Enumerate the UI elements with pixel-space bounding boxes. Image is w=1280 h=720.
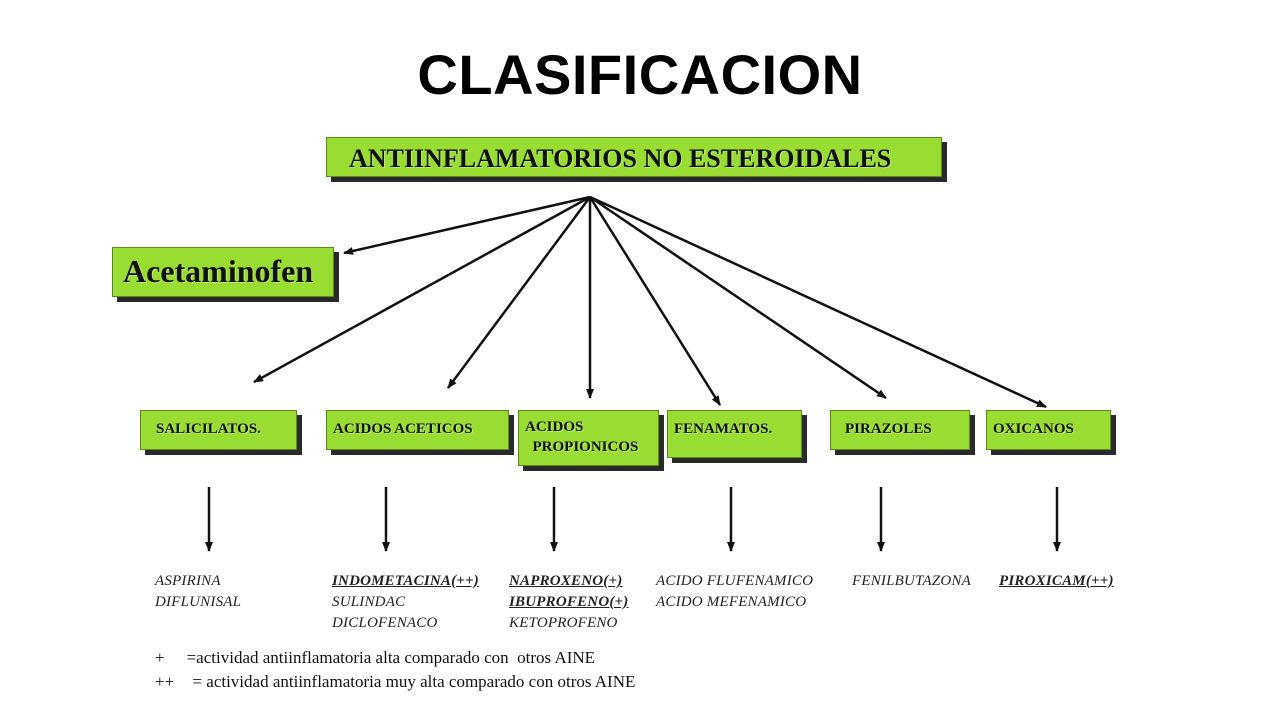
legend-text: = actividad antiinflamatoria muy alta co… bbox=[188, 672, 636, 691]
drug-acido-flufenamico: ACIDO FLUFENAMICO bbox=[656, 573, 814, 589]
arrow-to-fenamatos bbox=[588, 196, 722, 406]
category-fenamatos: FENAMATOS. bbox=[667, 410, 802, 458]
arrow-to-acetaminofen bbox=[343, 195, 591, 255]
category-oxicanos: OXICANOS bbox=[986, 410, 1111, 450]
category-salicilatos: SALICILATOS. bbox=[140, 410, 297, 450]
slide-title: CLASIFICACION bbox=[417, 43, 863, 106]
drug-sulindac: SULINDAC bbox=[332, 594, 406, 610]
category-pirazoles: PIRAZOLES bbox=[830, 410, 970, 450]
category-acidos-propionicos: ACIDOS PROPIONICOS bbox=[518, 410, 659, 466]
arrow-to-oxicanos bbox=[589, 195, 1047, 409]
drug-aspirina: ASPIRINA bbox=[155, 573, 221, 589]
legend-row-plus: + =actividad antiinflamatoria alta compar… bbox=[155, 648, 595, 668]
arrow-to-salicilatos bbox=[253, 195, 591, 384]
legend-row-double-plus: ++ = actividad antiinflamatoria muy alta… bbox=[155, 672, 635, 692]
drug-acido-mefenamico: ACIDO MEFENAMICO bbox=[656, 594, 807, 610]
drug-ibuprofeno: IBUPROFENO(+) bbox=[509, 594, 629, 610]
arrow-to-acidos-aceticos bbox=[446, 196, 592, 389]
drug-ketoprofeno: KETOPROFENO bbox=[509, 615, 618, 631]
drug-diclofenaco: DICLOFENACO bbox=[332, 615, 438, 631]
arrow-to-pirazoles bbox=[589, 195, 887, 400]
legend-text: =actividad antiinflamatoria alta compara… bbox=[186, 648, 596, 667]
drug-piroxicam: PIROXICAM(++) bbox=[999, 573, 1114, 589]
legend-symbol: + bbox=[155, 648, 165, 667]
acetaminofen-node: Acetaminofen bbox=[112, 247, 334, 297]
legend-symbol: ++ bbox=[155, 672, 175, 691]
drug-fenilbutazona: FENILBUTAZONA bbox=[852, 573, 971, 589]
root-node: ANTIINFLAMATORIOS NO ESTEROIDALES bbox=[326, 137, 942, 177]
drug-diflunisal: DIFLUNISAL bbox=[155, 594, 242, 610]
category-acidos-aceticos: ACIDOS ACETICOS bbox=[326, 410, 509, 450]
drug-naproxeno: NAPROXENO(+) bbox=[509, 573, 623, 589]
drug-indometacina: INDOMETACINA(++) bbox=[332, 573, 479, 589]
